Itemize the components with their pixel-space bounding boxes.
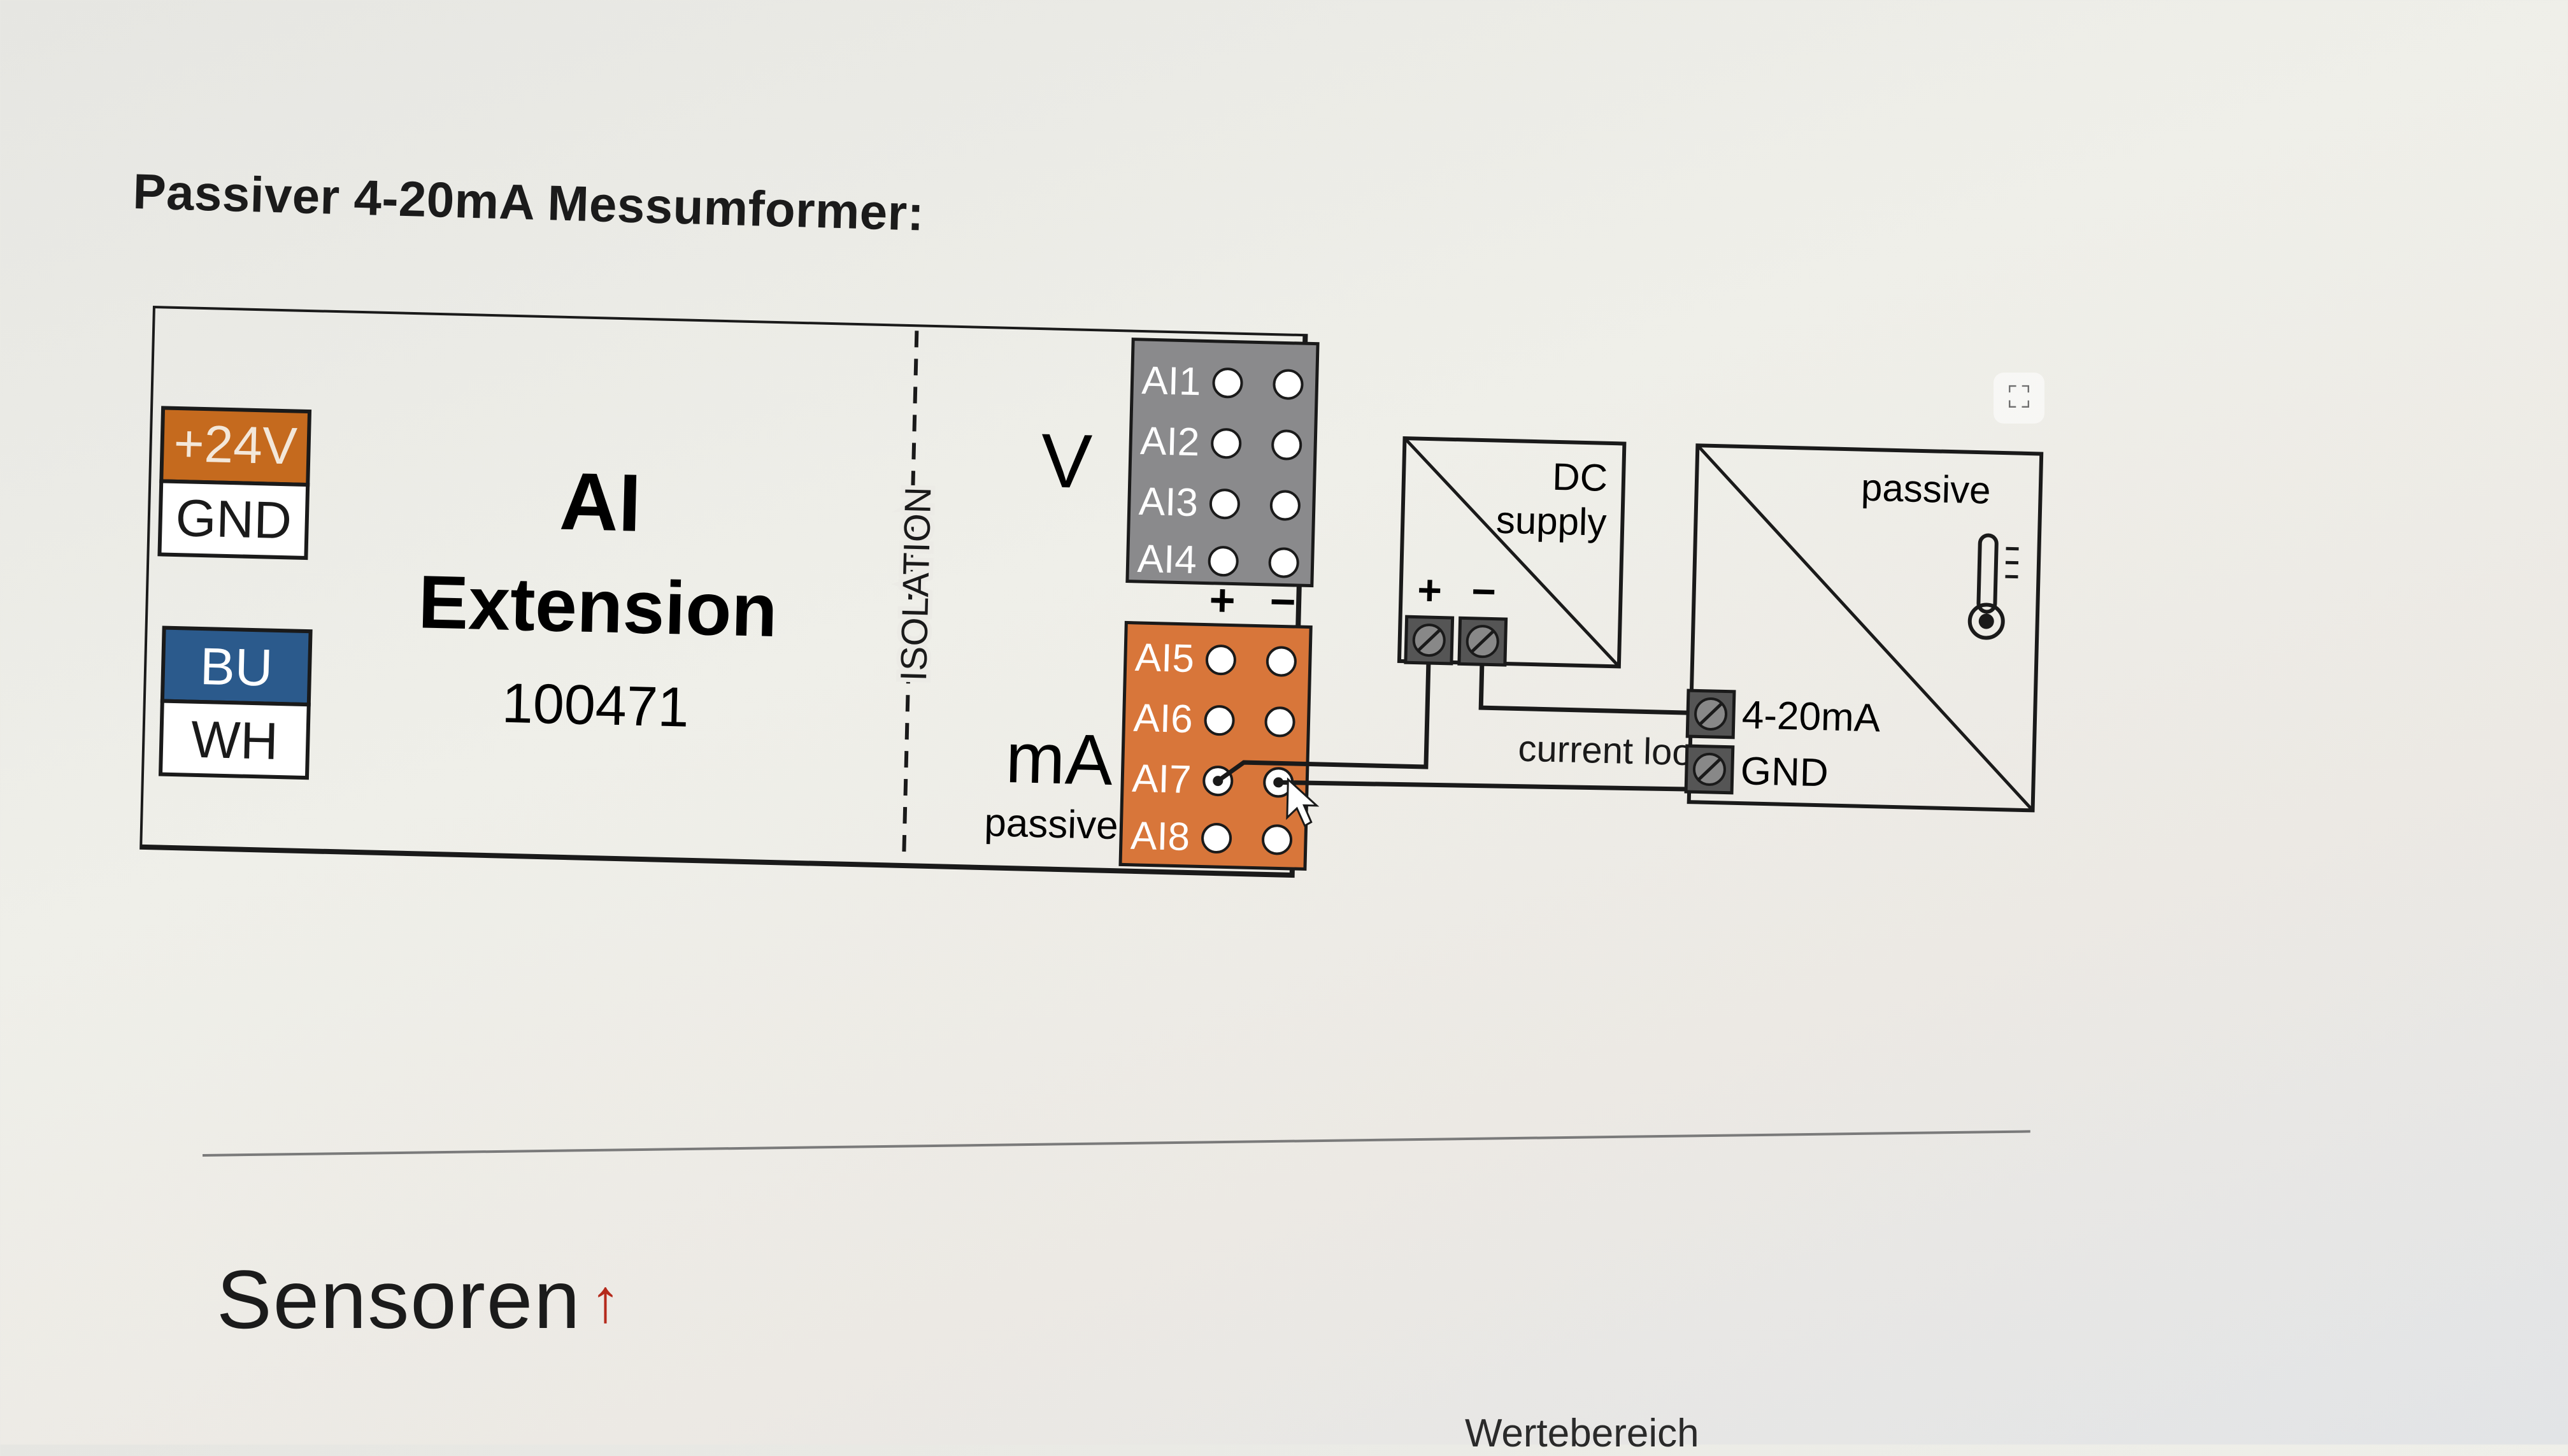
sensor-mode-label: passive	[1860, 466, 1991, 512]
wiring-diagram-svg: +24V GND BU WH AI Extension 100471 ISOLA…	[139, 306, 2064, 938]
bus-label-bu: BU	[199, 638, 273, 697]
isolation-label: ISOLATION	[893, 487, 939, 682]
sensor-terminal-label-signal: 4-20mA	[1741, 693, 1881, 740]
dc-supply-label-dc: DC	[1552, 455, 1608, 499]
channel-label-ai4: AI4	[1137, 537, 1197, 582]
wire-ai7-minus-to-sensor-gnd	[1278, 779, 1686, 792]
dc-supply-label-supply: supply	[1495, 499, 1607, 544]
terminal-ai2-plus	[1212, 429, 1241, 458]
channel-label-ai8: AI8	[1130, 814, 1190, 859]
section-heading-sensoren: Sensoren↑	[217, 1252, 622, 1347]
channel-label-ai1: AI1	[1141, 359, 1202, 404]
section-divider	[203, 1130, 2030, 1157]
polarity-minus: −	[1269, 576, 1297, 627]
dc-supply: DC supply + −	[1399, 438, 1624, 667]
channel-label-ai7: AI7	[1131, 757, 1192, 802]
current-mode-label: passive	[984, 801, 1119, 848]
sensor-terminal-label-gnd: GND	[1740, 749, 1829, 795]
wiring-diagram: +24V GND BU WH AI Extension 100471 ISOLA…	[139, 306, 2064, 938]
terminal-ai1-plus	[1213, 369, 1242, 397]
current-label: mA	[1005, 718, 1114, 800]
terminal-ai5-plus	[1206, 646, 1235, 674]
terminal-ai1-minus	[1274, 370, 1302, 399]
sensor: passive 4-20mA GND	[1686, 445, 2042, 810]
terminal-ai8-plus	[1202, 824, 1231, 853]
module-title-ai: AI	[559, 456, 642, 549]
voltage-label: V	[1040, 418, 1093, 504]
current-loop-label: current loop	[1518, 728, 1714, 774]
channel-label-ai6: AI6	[1133, 696, 1194, 741]
dc-supply-minus-sign: −	[1471, 567, 1497, 615]
thermometer-tube	[1978, 535, 1997, 612]
power-label-24v: +24V	[173, 415, 298, 476]
terminal-ai3-minus	[1271, 491, 1299, 520]
thermometer-fill	[1978, 613, 1994, 629]
channel-label-ai2: AI2	[1139, 419, 1200, 464]
terminal-ai6-plus	[1205, 706, 1234, 735]
power-label-gnd: GND	[175, 489, 292, 550]
thermometer-icon	[1969, 535, 2019, 639]
terminal-ai2-minus	[1273, 431, 1301, 459]
module-number: 100471	[501, 671, 690, 739]
back-to-top-arrow-icon[interactable]: ↑	[590, 1267, 622, 1335]
terminal-ai6-minus	[1266, 708, 1294, 736]
channel-label-ai3: AI3	[1138, 480, 1199, 525]
table-header-wertebereich: Wertebereich	[1465, 1411, 1699, 1456]
section-heading-text: Sensoren	[217, 1253, 581, 1346]
terminal-ai4-plus	[1209, 547, 1238, 576]
page-heading: Passiver 4-20mA Messumformer:	[132, 162, 925, 243]
polarity-plus: +	[1209, 575, 1236, 625]
channel-label-ai5: AI5	[1134, 636, 1195, 681]
terminal-ai3-plus	[1210, 490, 1239, 518]
terminal-ai8-minus	[1263, 825, 1292, 854]
terminal-ai4-minus	[1269, 548, 1298, 577]
terminal-ai5-minus	[1267, 647, 1295, 676]
bus-label-wh: WH	[190, 711, 279, 771]
dc-supply-plus-sign: +	[1417, 566, 1443, 614]
wire-supply-minus-to-sensor	[1481, 664, 1692, 713]
module-title-extension: Extension	[417, 560, 778, 653]
